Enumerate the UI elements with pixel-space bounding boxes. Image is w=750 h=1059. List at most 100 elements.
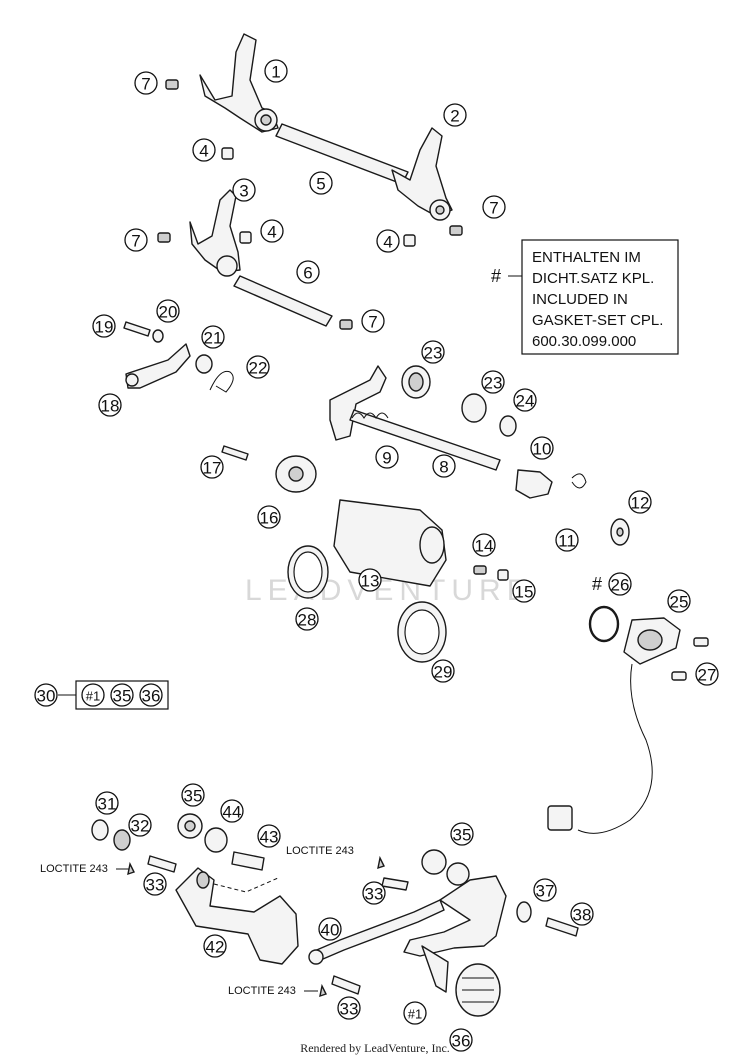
- bushing-10: [515, 469, 553, 499]
- callout-1: 1: [264, 59, 288, 83]
- callout-40: 40: [318, 917, 342, 941]
- callout-29-label: 29: [434, 663, 453, 682]
- callout-35a: 35: [181, 783, 205, 807]
- callout-4c: 4: [376, 229, 400, 253]
- callout-43-label: 43: [260, 828, 279, 847]
- callout-25: 25: [667, 589, 691, 613]
- callout-33a: 33: [143, 872, 167, 896]
- callout-18-label: 18: [101, 397, 120, 416]
- callout-bottom-1: #1: [403, 1001, 427, 1025]
- linkage-rod-40: [308, 899, 445, 965]
- washer-37: [516, 901, 532, 923]
- callout-23b-label: 23: [484, 374, 503, 393]
- callout-15: 15: [512, 579, 536, 603]
- callout-9: 9: [375, 445, 399, 469]
- callout-4b: 4: [260, 219, 284, 243]
- screw-27a: [693, 637, 709, 647]
- washer-31: [91, 819, 109, 841]
- pin-15: [497, 569, 509, 581]
- bushing-44: [204, 827, 228, 853]
- callout-21: 21: [201, 325, 225, 349]
- callout-27: 27: [695, 662, 719, 686]
- bushing-21: [195, 354, 213, 374]
- shift-rail-6: [233, 275, 333, 327]
- callout-7a-label: 7: [141, 75, 150, 94]
- callout-31: 31: [95, 791, 119, 815]
- callout-29: 29: [431, 659, 455, 683]
- callout-kit-36: 36: [139, 683, 163, 707]
- callout-20: 20: [156, 299, 180, 323]
- loctite-text-2: LOCTITE 243: [286, 845, 354, 857]
- callout-24: 24: [513, 388, 537, 412]
- spring-7b: [157, 232, 171, 243]
- spring-9: [351, 412, 389, 419]
- shift-shaft-8: [329, 365, 501, 471]
- callout-4c-label: 4: [383, 233, 392, 252]
- callout-8-label: 8: [439, 458, 448, 477]
- callout-33c-label: 33: [340, 1000, 359, 1019]
- callout-28-label: 28: [298, 611, 317, 630]
- callout-13: 13: [358, 568, 382, 592]
- callout-36-label: 36: [452, 1032, 471, 1051]
- callout-35b: 35: [450, 822, 474, 846]
- gasket-note-line1: ENTHALTEN IM: [532, 249, 641, 266]
- loctite-note-2: LOCTITE 243: [286, 845, 385, 870]
- callout-26: 26: [608, 572, 632, 596]
- loctite-note-1: LOCTITE 243: [40, 861, 135, 876]
- callout-32-label: 32: [131, 817, 150, 836]
- screw-33b: [381, 877, 409, 891]
- callout-10-label: 10: [533, 440, 552, 459]
- callout-23a: 23: [421, 340, 445, 364]
- bearing-23a: [401, 365, 431, 399]
- callout-9-label: 9: [382, 449, 391, 468]
- callout-40-label: 40: [321, 921, 340, 940]
- assembly-line-42: [213, 877, 279, 893]
- gasket-note-line3: INCLUDED IN: [532, 291, 628, 308]
- callout-25-label: 25: [670, 593, 689, 612]
- callout-7b-label: 7: [131, 232, 140, 251]
- spring-7a: [165, 79, 179, 90]
- bearing-23b: [461, 393, 487, 423]
- callout-kit-36-label: 36: [142, 687, 161, 706]
- callout-1-label: 1: [271, 63, 280, 82]
- screw-33a: [147, 855, 177, 873]
- gasket-note-hash: #: [491, 266, 501, 286]
- callout-26-label: 26: [611, 576, 630, 595]
- callout-11: 11: [555, 528, 579, 552]
- callout-10: 10: [530, 436, 554, 460]
- shift-lever-42: [175, 867, 299, 965]
- gasket-note-line5: 600.30.099.000: [532, 333, 636, 350]
- callout-30: 30: [34, 683, 58, 707]
- spring-7c: [449, 225, 463, 236]
- spring-22: [209, 370, 234, 393]
- callout-42-label: 42: [206, 938, 225, 957]
- callout-5-label: 5: [316, 175, 325, 194]
- callout-kit-35: 35: [110, 683, 134, 707]
- shift-fork-3: [189, 189, 241, 277]
- loctite-note-3: LOCTITE 243: [228, 983, 327, 998]
- callout-37: 37: [533, 878, 557, 902]
- pin-4a: [221, 147, 234, 160]
- callout-13-label: 13: [361, 572, 380, 591]
- callout-30-label: 30: [37, 687, 56, 706]
- callout-4b-label: 4: [267, 223, 276, 242]
- callout-4a-label: 4: [199, 142, 208, 161]
- bolt-43: [231, 851, 265, 871]
- callout-2: 2: [443, 103, 467, 127]
- callout-44: 44: [220, 799, 244, 823]
- callout-6-label: 6: [303, 264, 312, 283]
- callout-22: 22: [246, 355, 270, 379]
- hash-marker-26: #: [592, 574, 602, 594]
- shift-pedal-arm: [403, 875, 507, 993]
- callout-20-label: 20: [159, 303, 178, 322]
- callout-32: 32: [128, 813, 152, 837]
- screw-17: [221, 445, 249, 461]
- bearing-35b: [421, 849, 470, 886]
- shift-fork-1: [199, 33, 279, 133]
- callout-12: 12: [628, 490, 652, 514]
- callout-43: 43: [257, 824, 281, 848]
- screw-19: [123, 321, 151, 337]
- callout-12-label: 12: [631, 494, 650, 513]
- callout-38: 38: [570, 902, 594, 926]
